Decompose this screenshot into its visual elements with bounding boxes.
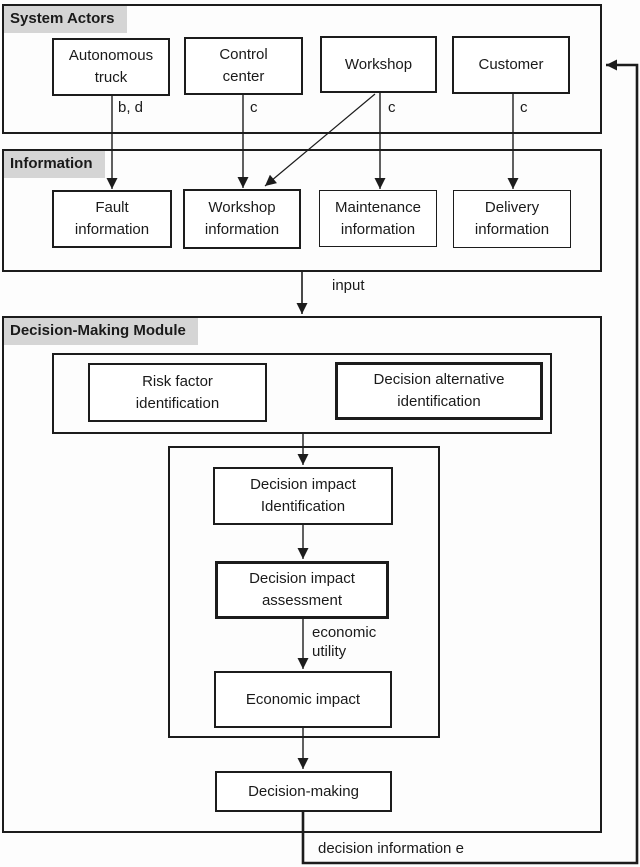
node-delivery-information: Delivery information [453, 190, 571, 248]
node-decision-impact-identification: Decision impact Identification [213, 467, 393, 525]
edge-label-workshop-maintenance: c [388, 99, 396, 116]
section-title-decision-making-module: Decision-Making Module [4, 318, 198, 345]
node-autonomous-truck: Autonomous truck [52, 38, 170, 96]
node-decision-alternative-identification: Decision alternative identification [335, 362, 543, 420]
node-workshop: Workshop [320, 36, 437, 93]
edge-label-input: input [332, 277, 365, 294]
node-maintenance-information: Maintenance information [319, 190, 437, 247]
edge-label-customer-delivery: c [520, 99, 528, 116]
node-economic-impact: Economic impact [214, 671, 392, 728]
edge-label-decision-information: decision information e [318, 840, 464, 857]
node-control-center: Control center [184, 37, 303, 95]
node-fault-information: Fault information [52, 190, 172, 248]
node-risk-factor-identification: Risk factor identification [88, 363, 267, 422]
edge-label-truck-fault: b, d [118, 99, 144, 116]
node-workshop-information: Workshop information [183, 189, 301, 249]
section-title-system-actors: System Actors [4, 6, 127, 33]
edge-label-economic-utility: economic utility [312, 624, 377, 660]
node-customer: Customer [452, 36, 570, 94]
node-decision-impact-assessment: Decision impact assessment [215, 561, 389, 619]
node-decision-making: Decision-making [215, 771, 392, 812]
section-title-information: Information [4, 151, 105, 178]
edge-label-control-workshop-info: c [250, 99, 258, 116]
